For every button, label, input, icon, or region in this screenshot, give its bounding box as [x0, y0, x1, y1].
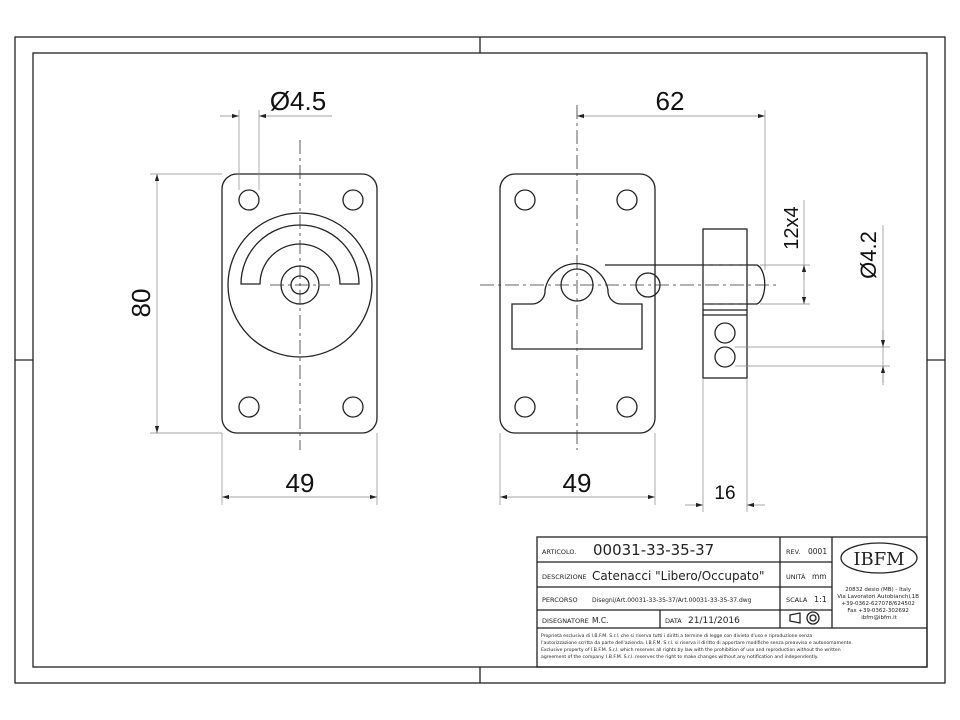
dim-width-right: 49 — [563, 468, 592, 498]
dim-height: 80 — [126, 289, 156, 318]
descrizione-value: Catenacci "Libero/Occupato" — [592, 569, 765, 583]
rev-label: REV. — [786, 548, 800, 556]
title-block: ARTICOLO. 00031-33-35-37 REV. 0001 DESCR… — [536, 536, 928, 668]
data-value: 21/11/2016 — [688, 616, 740, 626]
percorso-value: Disegni/Art.00031-33-35-37/Art.00031-33-… — [592, 597, 752, 604]
articolo-label: ARTICOLO. — [542, 548, 576, 556]
scala-label: SCALA — [786, 596, 808, 604]
ibfm-logo: IBFM — [840, 542, 918, 574]
logo-text: IBFM — [853, 549, 904, 570]
dim-hole-diameter: Ø4.5 — [270, 86, 326, 116]
articolo-value: 00031-33-35-37 — [593, 541, 714, 559]
dimension-lines — [150, 110, 890, 512]
front-view — [221, 140, 378, 450]
rev-value: 0001 — [808, 547, 827, 556]
unita-value: mm — [812, 572, 827, 581]
data-label: DATA — [665, 617, 682, 625]
descrizione-label: DESCRIZIONE — [542, 573, 587, 581]
dim-width-left: 49 — [286, 468, 315, 498]
company-address: 20832 desio (MB) - Italy Via Lavoratori … — [837, 587, 921, 621]
scala-value: 1:1 — [814, 595, 827, 604]
dim-keeper-width: 16 — [714, 483, 735, 504]
unita-label: UNITÀ — [786, 572, 806, 581]
dim-bolt-section: 12x4 — [781, 206, 803, 249]
disegnatore-value: M.C. — [592, 616, 608, 625]
drawing-frame — [14, 36, 946, 684]
disclaimer: Proprietà esclusiva di I.B.F.M. S.r.l. c… — [541, 632, 854, 660]
disegnatore-label: DISEGNATORE — [542, 617, 589, 625]
side-view — [480, 105, 780, 450]
percorso-label: PERCORSO — [542, 596, 578, 604]
dim-bolt-length: 62 — [656, 86, 685, 116]
dim-keeper-hole: Ø4.2 — [856, 231, 881, 279]
projection-symbol-icon — [789, 611, 820, 625]
